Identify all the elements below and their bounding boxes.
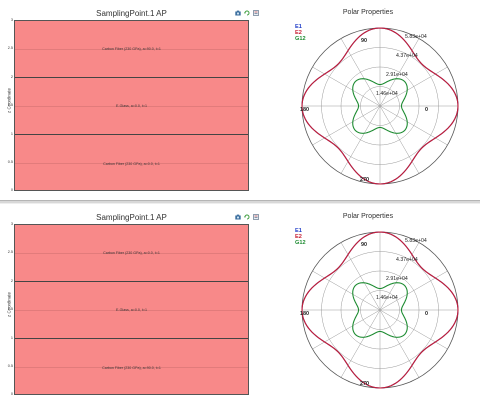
settings-icon[interactable] [253, 3, 259, 16]
legend-e2[interactable]: E2 [295, 30, 302, 37]
grid-line [15, 310, 248, 311]
polar-spoke [340, 105, 381, 174]
angle-label: 270 [360, 381, 369, 387]
ply-label: Carbon Fiber (230 GPa), a=0.0, t=1 [103, 251, 160, 255]
g12-curve [352, 282, 408, 338]
y-axis-label: z Coordinate [6, 292, 12, 317]
grid-line [15, 163, 248, 164]
polar-spoke [340, 309, 381, 378]
e2-curve [301, 27, 459, 185]
y-tick: 0 [10, 188, 13, 192]
angle-label: 270 [360, 177, 369, 183]
polar-spoke [312, 270, 381, 311]
polar-spoke [379, 66, 448, 107]
grid-line [15, 106, 248, 107]
g12-curve [352, 78, 408, 134]
legend-e1[interactable]: E1 [295, 24, 302, 30]
laminate-panel-2: SamplingPoint.1 AP z Coordinate 3 2.5 2 … [0, 204, 480, 404]
ring-label: 1.46e+04 [376, 295, 398, 301]
refresh-icon[interactable] [244, 3, 250, 15]
polar-spoke [340, 38, 381, 107]
y-tick: 1 [10, 132, 13, 136]
y-tick: 0.5 [7, 364, 13, 368]
polar-spoke [379, 270, 448, 311]
y-tick: 3 [10, 18, 13, 22]
polar-spoke [379, 309, 420, 378]
polar-spoke [379, 105, 420, 174]
ply-label: E-Glass, a=0.0, t=1 [116, 104, 147, 108]
ply-layer[interactable]: Carbon Fiber (230 GPa), a=0.0, t=1 [15, 135, 248, 192]
polar-spoke [379, 309, 448, 350]
ply-label: Carbon Fiber (230 GPa), a=90.0, t=1 [102, 365, 161, 370]
polar-legend: E1 E2 G12 [295, 228, 306, 247]
ply-layer[interactable]: E-Glass, a=0.0, t=1 [15, 78, 248, 135]
polar-spoke [379, 38, 420, 107]
angle-label: 0 [425, 107, 428, 113]
polar-title: Polar Properties [342, 213, 394, 220]
ply-layer[interactable]: Carbon Fiber (230 GPa), a=0.0, t=1 [15, 225, 248, 282]
grid-line [15, 49, 248, 50]
polar-spoke [312, 66, 381, 107]
polar-spoke [379, 105, 448, 146]
grid-line [15, 367, 248, 368]
polar-spoke [312, 309, 381, 350]
polar-spoke [379, 242, 420, 311]
ply-layer[interactable]: E-Glass, a=0.0, t=1 [15, 282, 248, 339]
ply-layer[interactable]: Carbon Fiber (230 GPa), a=90.0, t=1 [15, 21, 248, 78]
laminate-stack: Carbon Fiber (230 GPa), a=0.0, t=1 E-Gla… [14, 224, 249, 395]
angle-label: 90 [361, 38, 367, 44]
y-tick: 3 [10, 222, 13, 226]
ring-label: 5.83e+04 [405, 34, 427, 40]
camera-icon[interactable] [235, 207, 241, 219]
ply-layer[interactable]: Carbon Fiber (230 GPa), a=90.0, t=1 [15, 339, 248, 396]
y-tick: 0.5 [7, 160, 13, 164]
toolbar [235, 206, 265, 220]
laminate-stack: Carbon Fiber (230 GPa), a=90.0, t=1 E-Gl… [14, 20, 249, 191]
legend-g12[interactable]: G12 [295, 36, 306, 43]
ring-label: 2.91e+04 [386, 72, 408, 78]
polar-spoke [340, 242, 381, 311]
toolbar [235, 2, 265, 16]
laminate-title: SamplingPoint.1 AP [96, 213, 167, 222]
angle-label: 0 [425, 311, 428, 317]
ring-label: 4.37e+04 [396, 53, 418, 59]
y-tick: 2 [10, 75, 13, 79]
y-axis-label: z Coordinate [6, 88, 12, 113]
legend-e2[interactable]: E2 [295, 234, 302, 241]
polar-title: Polar Properties [342, 9, 394, 16]
laminate-title: SamplingPoint.1 AP [96, 9, 167, 18]
polar-plot: 5.83e+04 4.37e+04 2.91e+04 1.46e+04 90 1… [280, 18, 480, 200]
polar-plot: 5.83e+04 4.37e+04 2.91e+04 1.46e+04 90 1… [280, 222, 480, 404]
settings-icon[interactable] [253, 207, 259, 220]
y-tick: 2.5 [7, 250, 13, 254]
y-tick: 1.5 [7, 307, 13, 311]
legend-e1[interactable]: E1 [295, 228, 302, 234]
angle-label: 90 [361, 242, 367, 248]
ring-label: 1.46e+04 [376, 91, 398, 97]
ring-label: 2.91e+04 [386, 276, 408, 282]
angle-label: 180 [300, 107, 309, 113]
y-tick: 2 [10, 279, 13, 283]
camera-icon[interactable] [235, 3, 241, 15]
y-tick: 2.5 [7, 46, 13, 50]
angle-label: 180 [300, 311, 309, 317]
ply-label: Carbon Fiber (230 GPa), a=0.0, t=1 [103, 161, 160, 166]
y-tick: 1.5 [7, 103, 13, 107]
polar-spoke [312, 105, 381, 146]
ply-label: E-Glass, a=0.0, t=1 [116, 308, 147, 312]
ring-label: 4.37e+04 [396, 257, 418, 263]
legend-g12[interactable]: G12 [295, 240, 306, 247]
y-tick: 1 [10, 336, 13, 340]
refresh-icon[interactable] [244, 207, 250, 219]
ring-label: 5.83e+04 [405, 238, 427, 244]
polar-legend: E1 E2 G12 [295, 24, 306, 43]
ply-label: Carbon Fiber (230 GPa), a=90.0, t=1 [102, 47, 161, 51]
grid-line [15, 253, 248, 254]
y-tick: 0 [10, 392, 13, 396]
laminate-panel-1: SamplingPoint.1 AP z Coordinate 3 2.5 2 … [0, 0, 480, 200]
e2-curve [301, 231, 459, 389]
panel-divider[interactable] [0, 200, 480, 204]
